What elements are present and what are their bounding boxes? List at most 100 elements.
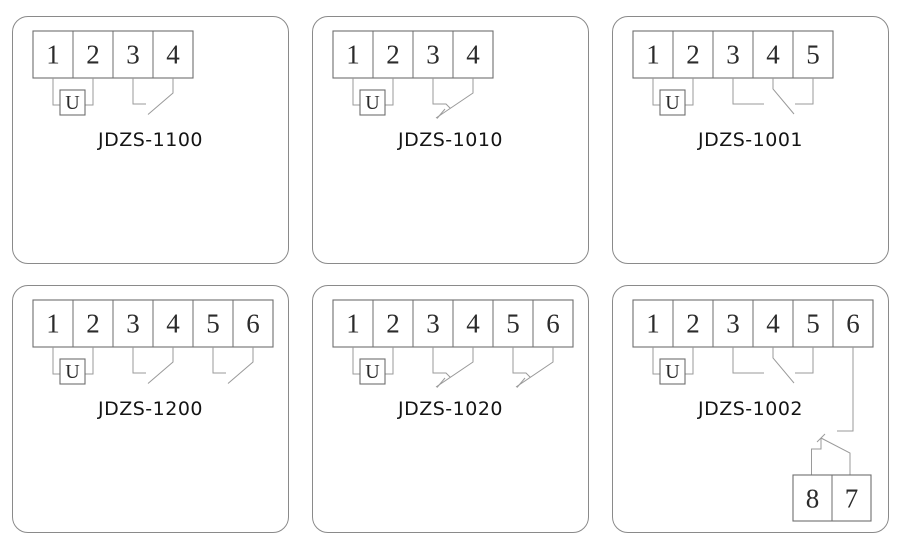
terminal-number: 6 [246, 309, 260, 339]
contact-blade [435, 347, 474, 388]
model-label: JDZS-1002 [697, 398, 804, 420]
aux-feed-wire [837, 347, 854, 432]
coil-box [359, 89, 386, 116]
terminal-strip [632, 30, 834, 79]
coil-box [59, 358, 86, 385]
terminal-number: 5 [806, 40, 820, 70]
terminal-number: 6 [846, 309, 860, 339]
contact-fixed-wire [432, 78, 451, 109]
terminal-number: 1 [646, 40, 660, 70]
terminal-number: 3 [426, 309, 440, 339]
terminal-number: 3 [726, 309, 740, 339]
terminal-number: 2 [686, 40, 700, 70]
terminal-number: 5 [806, 309, 820, 339]
model-label: JDZS-1100 [97, 129, 204, 151]
contact-blade [515, 347, 554, 388]
contact-fixed-wire [732, 78, 764, 105]
contact-fixed-wire [132, 347, 146, 374]
coil-label: U [665, 92, 680, 114]
terminal-number: 1 [346, 309, 360, 339]
terminal-number: 3 [126, 309, 140, 339]
coil-label: U [65, 92, 80, 114]
terminal-number: 2 [86, 40, 100, 70]
coil-wire-right [385, 347, 394, 375]
coil-wire-left [652, 78, 660, 106]
coil-wire-left [352, 78, 360, 106]
contact-blade [147, 347, 174, 384]
contact-blade [435, 78, 474, 119]
contact-fixed-wire [512, 347, 531, 378]
coil-label: U [365, 92, 380, 114]
coil-label: U [365, 361, 380, 383]
terminal-number: 2 [386, 309, 400, 339]
contact-fixed-wire [212, 347, 226, 374]
nc-tick [816, 433, 826, 443]
terminal-number: 4 [466, 309, 480, 339]
coil-box [359, 358, 386, 385]
model-label: JDZS-1200 [97, 398, 204, 420]
nc-tick [436, 377, 446, 388]
contact-fixed-wire [432, 347, 451, 378]
terminal-number: 4 [766, 309, 780, 339]
coil-wire-left [652, 347, 660, 375]
nc-tick [516, 377, 526, 388]
coil-wire-right [685, 78, 694, 106]
terminal-number: 6 [546, 309, 560, 339]
terminal-number: 3 [426, 40, 440, 70]
terminal-number: 2 [686, 309, 700, 339]
terminal-number: 7 [845, 484, 859, 514]
coil-wire-right [85, 347, 94, 375]
terminal-number: 2 [86, 309, 100, 339]
terminal-number: 4 [166, 40, 180, 70]
coil-wire-left [352, 347, 360, 375]
contact-blade [772, 78, 795, 115]
terminal-number: 3 [726, 40, 740, 70]
coil-label: U [65, 361, 80, 383]
terminal-number: 4 [766, 40, 780, 70]
terminal-number: 1 [46, 40, 60, 70]
contact-blade [772, 347, 795, 384]
coil-wire-right [85, 78, 94, 106]
contact-fixed-wire [732, 347, 764, 374]
model-label: JDZS-1010 [397, 129, 504, 151]
coil-wire-left [52, 347, 60, 375]
contact-fixed-wire [795, 347, 814, 374]
coil-box [659, 358, 686, 385]
contact-blade [227, 347, 254, 384]
nc-tick [436, 108, 446, 119]
terminal-number: 5 [206, 309, 220, 339]
coil-wire-right [685, 347, 694, 375]
aux-contact-blade [820, 437, 851, 475]
coil-label: U [665, 361, 680, 383]
terminal-number: 2 [386, 40, 400, 70]
contact-fixed-wire [795, 78, 814, 105]
terminal-number: 4 [166, 309, 180, 339]
terminal-number: 4 [466, 40, 480, 70]
terminal-number: 3 [126, 40, 140, 70]
terminal-number: 8 [806, 484, 820, 514]
coil-wire-left [52, 78, 60, 106]
model-label: JDZS-1020 [397, 398, 504, 420]
contact-blade [147, 78, 174, 115]
coil-box [59, 89, 86, 116]
contact-fixed-wire [132, 78, 146, 105]
terminal-number: 1 [46, 309, 60, 339]
aux-fixed-wire [811, 438, 822, 475]
terminal-number: 1 [346, 40, 360, 70]
coil-wire-right [385, 78, 394, 106]
model-label: JDZS-1001 [697, 129, 804, 151]
terminal-number: 1 [646, 309, 660, 339]
